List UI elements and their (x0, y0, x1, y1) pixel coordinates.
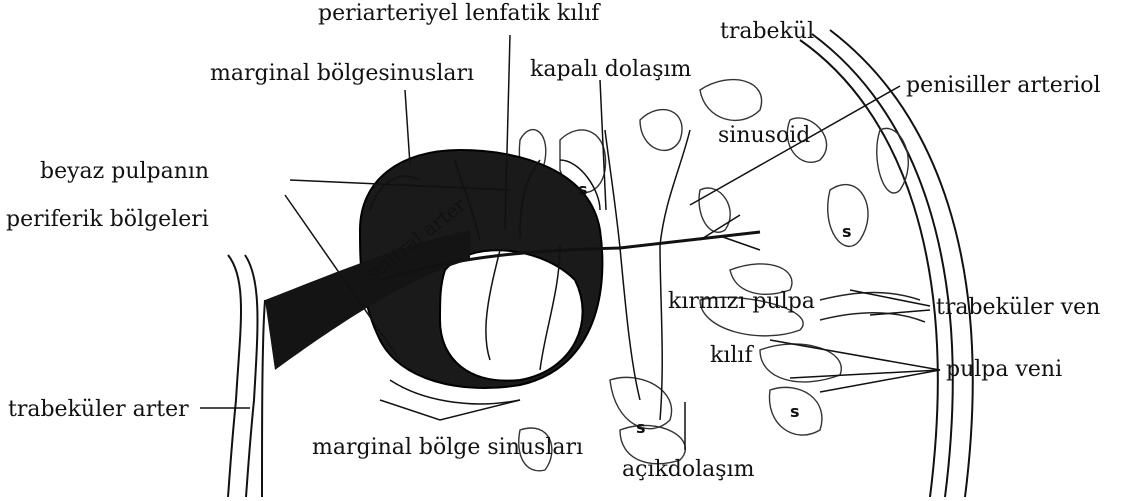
label-kapali: kapalı dolaşım (530, 58, 691, 82)
label-periarteriyel: periarteriyel lenfatik kılıf (318, 2, 599, 26)
label-sinusoid: sinusoid (718, 124, 810, 148)
label-trabekuler-ven: trabeküler ven (936, 296, 1100, 320)
label-kilif: kılıf (710, 344, 753, 368)
capsule-lines (800, 30, 973, 497)
label-beyaz-pulpa: beyaz pulpanın (40, 160, 209, 184)
label-marginal-bottom: marginal bölge sinusları (312, 436, 583, 460)
label-penisiller: penisiller arteriol (906, 74, 1101, 98)
label-trabekul: trabekül (720, 20, 814, 44)
label-marginal-top: marginal bölgesinusları (210, 62, 474, 86)
trabecular-vein (820, 293, 925, 323)
label-trabekuler-arter: trabeküler arter (8, 398, 189, 422)
label-acik: açıkdolaşım (622, 458, 754, 482)
sinusoid-mark: s (842, 222, 852, 241)
sinusoid-mark: s (578, 180, 588, 199)
sinusoid-mark: s (636, 418, 646, 437)
sinusoid-mark: s (790, 402, 800, 421)
label-pulpa-veni: pulpa veni (946, 358, 1062, 382)
label-periferik: periferik bölgeleri (6, 208, 209, 232)
label-kirmizi-pulpa: kırmızı pulpa (668, 290, 815, 314)
